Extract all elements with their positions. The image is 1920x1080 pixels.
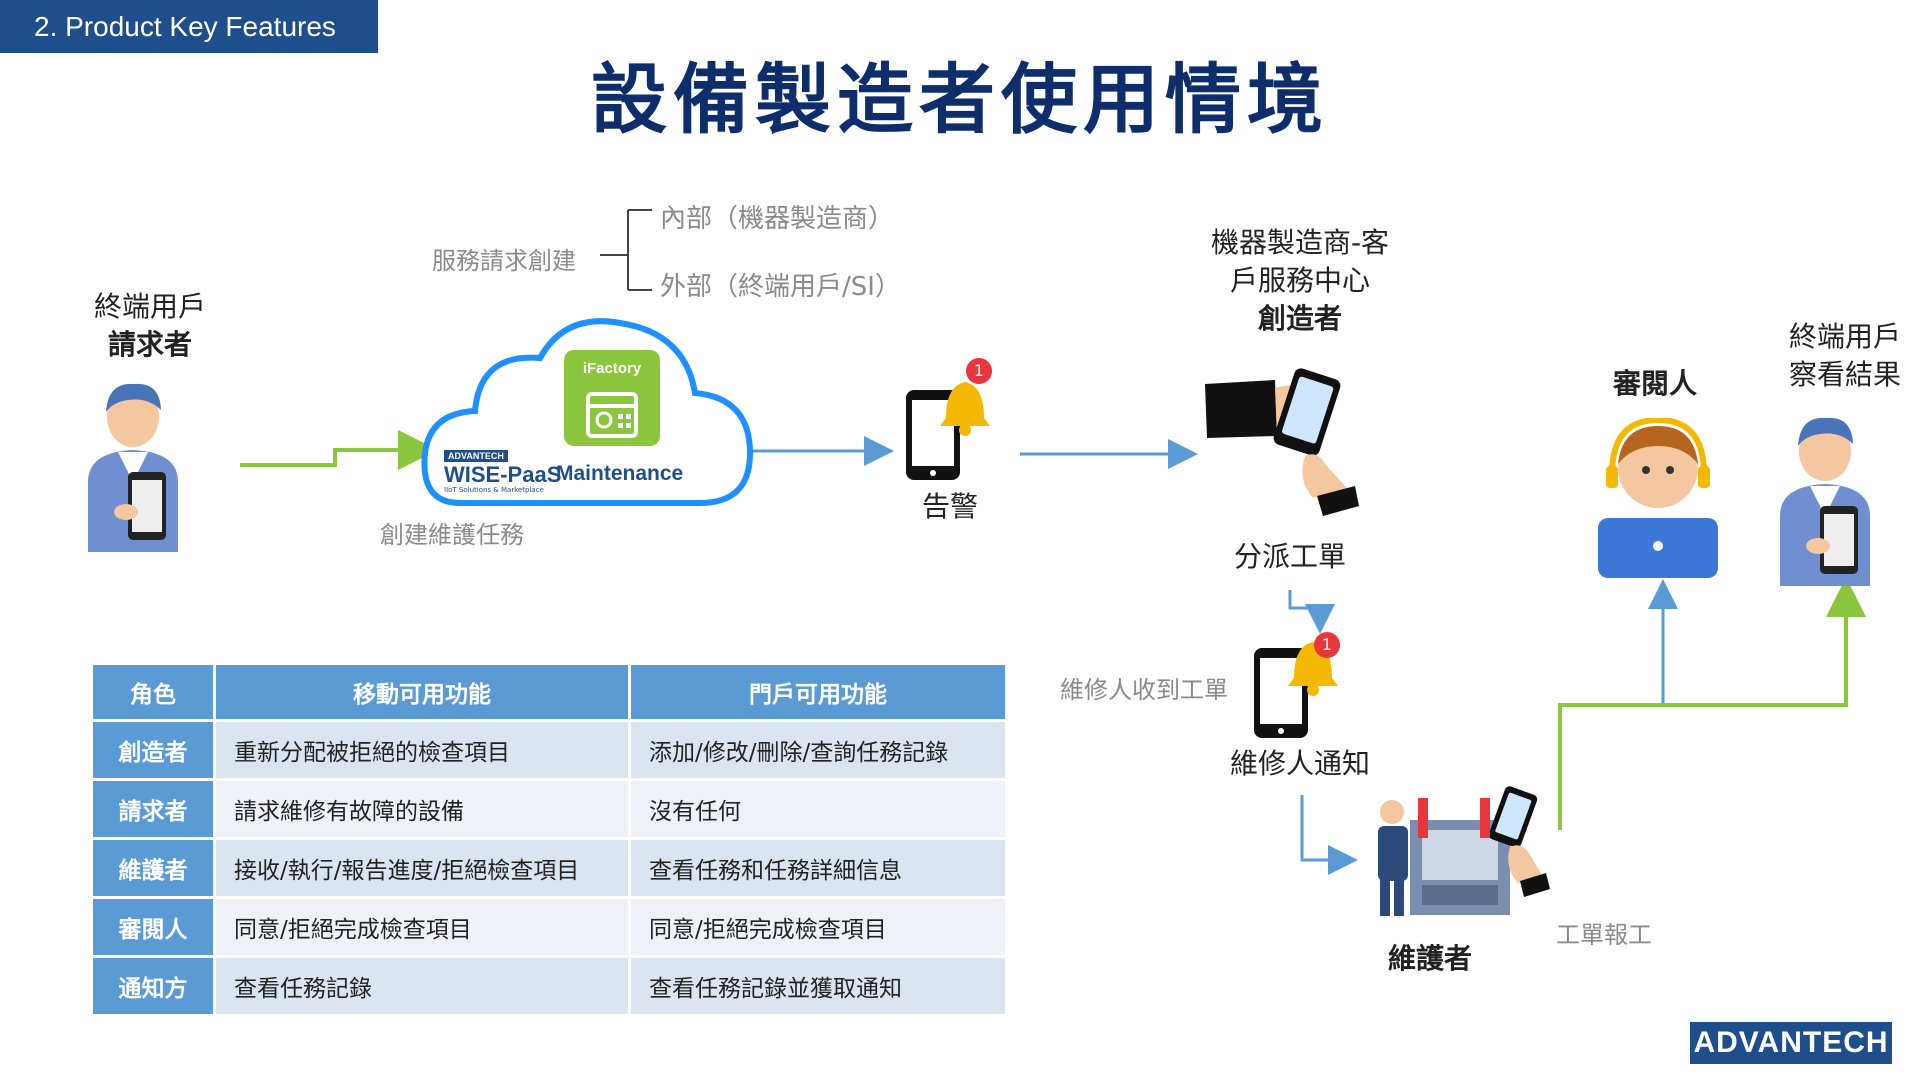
- table-header-row: 角色 移動可用功能 門戶可用功能: [93, 665, 1005, 719]
- advantech-small-logo: ADVANTECH: [444, 450, 508, 462]
- requester-label: 終端用戶 請求者: [70, 288, 230, 364]
- reviewer-support-icon: [1598, 418, 1718, 578]
- alert-badge: 1: [966, 358, 992, 384]
- table-row: 通知方 查看任務記錄 查看任務記錄並獲取通知: [93, 958, 1005, 1014]
- creator-line2: 戶服務中心: [1229, 264, 1370, 297]
- hand-phone-icon: [1205, 368, 1359, 516]
- table-cell-role: 審閱人: [93, 899, 213, 955]
- table-cell-mobile: 重新分配被拒絕的檢查項目: [216, 722, 628, 778]
- wise-paas-label: WISE-PaaS: [444, 462, 562, 487]
- table-header-role: 角色: [93, 665, 213, 719]
- table-header-portal: 門戶可用功能: [631, 665, 1005, 719]
- ifactory-app-icon: iFactory: [564, 350, 660, 446]
- table-cell-mobile: 請求維修有故障的設備: [216, 781, 628, 837]
- service-request-external: 外部（終端用戶/SI）: [660, 272, 901, 302]
- table-cell-mobile: 接收/執行/報告進度/拒絕檢查項目: [216, 840, 628, 896]
- service-request-bracket: [600, 209, 652, 291]
- table-cell-mobile: 查看任務記錄: [216, 958, 628, 1014]
- enduser-result-line2: 察看結果: [1788, 358, 1901, 391]
- creator-line1: 機器製造商-客: [1210, 226, 1390, 259]
- maintenance-label: Maintenance: [556, 462, 684, 485]
- table-row: 請求者 請求維修有故障的設備 沒有任何: [93, 781, 1005, 837]
- table-cell-role: 創造者: [93, 722, 213, 778]
- work-report-label: 工單報工: [1556, 921, 1652, 949]
- requester-line2: 請求者: [107, 328, 192, 361]
- table-cell-role: 通知方: [93, 958, 213, 1014]
- table-row: 維護者 接收/執行/報告進度/拒絕檢查項目 查看任務和任務詳細信息: [93, 840, 1005, 896]
- table-cell-role: 維護者: [93, 840, 213, 896]
- table-cell-role: 請求者: [93, 781, 213, 837]
- report-to-enduser-arrow: [1558, 577, 1866, 830]
- requester-line1: 終端用戶: [93, 290, 206, 323]
- table-row: 審閱人 同意/拒絕完成檢查項目 同意/拒絕完成檢查項目: [93, 899, 1005, 955]
- table-cell-mobile: 同意/拒絕完成檢查項目: [216, 899, 628, 955]
- create-task-label: 創建維護任務: [380, 521, 524, 549]
- roles-table: 角色 移動可用功能 門戶可用功能 創造者 重新分配被拒絕的檢查項目 添加/修改/…: [90, 662, 1008, 1017]
- enduser-person-icon: [1780, 417, 1870, 586]
- table-cell-portal: 沒有任何: [631, 781, 1005, 837]
- maintainer-label: 維護者: [1387, 942, 1472, 975]
- alert-label: 告警: [921, 490, 978, 523]
- repair-phone-icon: [1254, 642, 1338, 738]
- service-request-internal: 內部（機器製造商）: [660, 204, 895, 234]
- calendar-gear-icon: [586, 392, 638, 438]
- enduser-result-line1: 終端用戶: [1788, 320, 1901, 353]
- table-cell-portal: 查看任務記錄並獲取通知: [631, 958, 1005, 1014]
- creator-line3: 創造者: [1257, 302, 1342, 335]
- repair-badge: 1: [1314, 632, 1340, 658]
- notify-to-maintainer-arrow: [1300, 795, 1358, 875]
- table-cell-portal: 添加/修改/刪除/查詢任務記錄: [631, 722, 1005, 778]
- wise-paas-tagline: IIoT Solutions & Marketplace: [444, 486, 544, 494]
- creator-label: 機器製造商-客 戶服務中心 創造者: [1180, 224, 1420, 338]
- report-hand-phone-icon: [1490, 786, 1550, 897]
- table-header-mobile: 移動可用功能: [216, 665, 628, 719]
- reviewer-label: 審閱人: [1612, 367, 1697, 400]
- advantech-logo: ADVANTECH: [1690, 1022, 1892, 1064]
- page-title: 設備製造者使用情境: [591, 55, 1329, 144]
- repair-notify-label: 維修人通知: [1229, 747, 1370, 780]
- alert-phone-icon: [906, 382, 990, 480]
- requester-to-cloud-arrow: [240, 430, 438, 470]
- requester-person-icon: [88, 383, 178, 552]
- repair-received-label: 維修人收到工單: [1060, 676, 1228, 704]
- table-row: 創造者 重新分配被拒絕的檢查項目 添加/修改/刪除/查詢任務記錄: [93, 722, 1005, 778]
- dispatch-label: 分派工單: [1233, 540, 1346, 573]
- maintainer-machine-icon: [1378, 798, 1510, 916]
- dispatch-to-notify-arrow: [1288, 590, 1335, 634]
- table-cell-portal: 查看任務和任務詳細信息: [631, 840, 1005, 896]
- enduser-result-label: 終端用戶 察看結果: [1775, 318, 1915, 394]
- table-cell-portal: 同意/拒絕完成檢查項目: [631, 899, 1005, 955]
- section-tag: 2. Product Key Features: [0, 0, 378, 53]
- ifactory-label: iFactory: [582, 360, 642, 377]
- service-request-label: 服務請求創建: [432, 247, 576, 275]
